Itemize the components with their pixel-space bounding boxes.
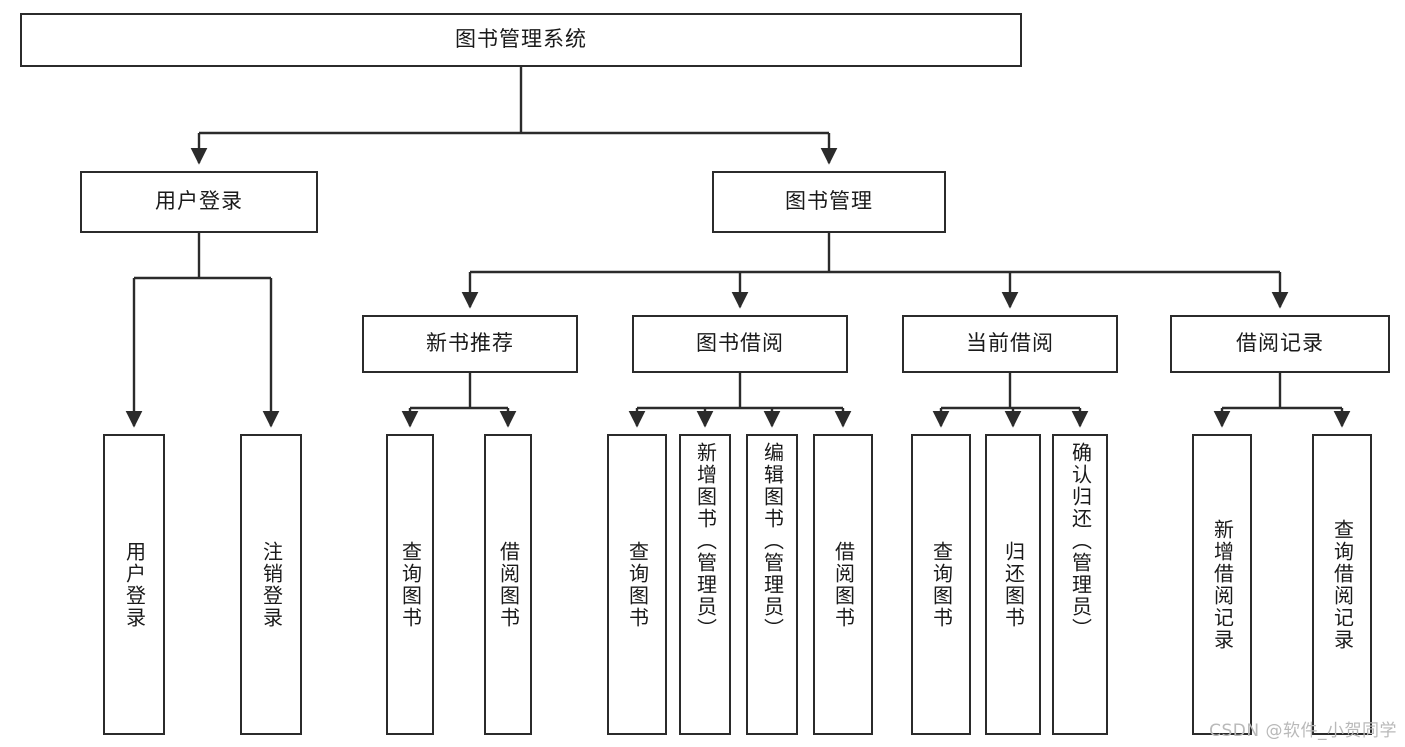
node-leaf-bb-borrow-book[interactable]: 借阅图书 bbox=[813, 434, 873, 735]
node-new-book-rec[interactable]: 新书推荐 bbox=[362, 315, 578, 373]
node-book-manage[interactable]: 图书管理 bbox=[712, 171, 946, 233]
node-leaf-user-login[interactable]: 用户登录 bbox=[103, 434, 165, 735]
node-user-login[interactable]: 用户登录 bbox=[80, 171, 318, 233]
node-leaf-rec-query-book[interactable]: 查询图书 bbox=[386, 434, 434, 735]
node-leaf-bb-edit-book[interactable]: 编辑图书（管理员） bbox=[746, 434, 798, 735]
node-leaf-cb-confirm-return[interactable]: 确认归还（管理员） bbox=[1052, 434, 1108, 735]
node-leaf-cb-return-book[interactable]: 归还图书 bbox=[985, 434, 1041, 735]
watermark-text: CSDN @软件_小贺同学 bbox=[1209, 721, 1397, 741]
node-leaf-br-query-record[interactable]: 查询借阅记录 bbox=[1312, 434, 1372, 735]
node-leaf-rec-borrow-book[interactable]: 借阅图书 bbox=[484, 434, 532, 735]
node-current-borrow[interactable]: 当前借阅 bbox=[902, 315, 1118, 373]
node-book-borrow[interactable]: 图书借阅 bbox=[632, 315, 848, 373]
node-root-system[interactable]: 图书管理系统 bbox=[20, 13, 1022, 67]
node-borrow-record[interactable]: 借阅记录 bbox=[1170, 315, 1390, 373]
node-leaf-br-add-record[interactable]: 新增借阅记录 bbox=[1192, 434, 1252, 735]
node-leaf-cb-query-book[interactable]: 查询图书 bbox=[911, 434, 971, 735]
node-leaf-bb-add-book[interactable]: 新增图书（管理员） bbox=[679, 434, 731, 735]
node-leaf-bb-query-book[interactable]: 查询图书 bbox=[607, 434, 667, 735]
node-leaf-user-logout[interactable]: 注销登录 bbox=[240, 434, 302, 735]
